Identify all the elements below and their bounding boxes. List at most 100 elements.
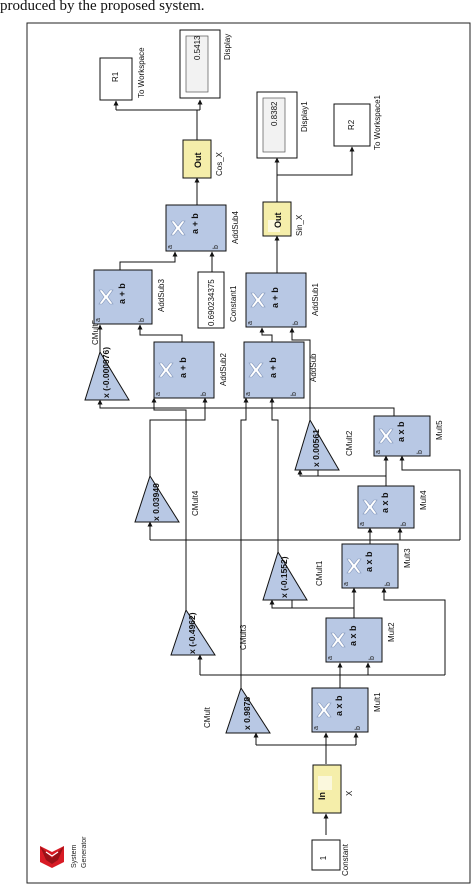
addsub2-block[interactable]: a + b a b AddSub2 [153, 341, 228, 399]
addsub-label: AddSub [309, 353, 318, 382]
cmult4-value: x 0.03949 [151, 483, 161, 521]
cmult3-value: x (-0.4962) [187, 612, 197, 654]
sin-x-gateway[interactable]: Out Sin_X [262, 201, 304, 237]
to-workspace1-block[interactable]: R2 To Workspace1 [333, 94, 382, 150]
mult2-port-b: b [369, 656, 376, 660]
mult4-port-b: b [401, 522, 408, 526]
cmult5-label: CMult5 [91, 319, 100, 345]
addsub-port-a: a [245, 392, 252, 396]
mult2-port-a: a [327, 656, 334, 660]
cmult5-value: x (-0.000976) [101, 347, 111, 398]
cmult1-value: x (-0.1552) [279, 556, 289, 598]
addsub3-op: a + b [117, 283, 127, 304]
mult3-op: a x b [364, 551, 374, 572]
cmult-label: CMult [203, 706, 212, 728]
to-workspace-block[interactable]: R1 To Workspace [99, 47, 146, 101]
mult5-port-b: b [417, 450, 424, 454]
display1-block[interactable]: 0.8382 Display1 [256, 91, 309, 159]
cmult2-value: x 0.00561 [311, 429, 321, 467]
to-workspace-label: To Workspace [137, 47, 146, 98]
mult2-label: Mult2 [387, 622, 396, 642]
logo-text-generator: Generator [81, 836, 88, 868]
cmult5-block[interactable]: x (-0.000976) CMult5 [84, 319, 130, 401]
mult2-op: a x b [348, 625, 358, 646]
addsub3-label: AddSub3 [157, 279, 166, 312]
signal-wires [97, 99, 461, 835]
constant-label: Constant [341, 843, 350, 876]
mult1-port-b: b [355, 726, 362, 730]
addsub1-label: AddSub1 [311, 283, 320, 316]
sin-x-label: Sin_X [295, 214, 304, 236]
cos-x-gateway-text: Out [193, 153, 203, 169]
constant1-block[interactable]: 0.690234375 Constant1 [197, 271, 238, 329]
addsub4-label: AddSub4 [231, 211, 240, 244]
system-generator-logo: System Generator [40, 836, 88, 868]
cmult1-label: CMult1 [315, 560, 324, 586]
constant-value: 1 [319, 855, 328, 860]
cmult3-block[interactable]: x (-0.4962) CMult3 [170, 608, 248, 656]
sin-x-gateway-text: Out [273, 213, 283, 229]
mult4-block[interactable]: a x b a b Mult4 [357, 485, 428, 529]
cmult1-block[interactable]: x (-0.1552) CMult1 [262, 550, 324, 601]
display1-value: 0.8382 [270, 101, 279, 126]
addsub3-block[interactable]: a + b a b AddSub3 [93, 269, 166, 325]
mult1-label: Mult1 [373, 692, 382, 712]
addsub4-port-a: a [167, 245, 174, 249]
display-block[interactable]: 0.5413 Display [179, 29, 232, 99]
mult5-port-a: a [375, 450, 382, 454]
cmult3-label: CMult3 [239, 624, 248, 650]
addsub2-op: a + b [178, 357, 188, 378]
cmult2-label: CMult2 [345, 430, 354, 456]
addsub3-port-a: a [95, 318, 102, 322]
mult4-port-a: a [359, 522, 366, 526]
addsub-port-b: b [291, 392, 298, 396]
addsub2-port-a: a [155, 392, 162, 396]
addsub1-port-a: a [247, 321, 254, 325]
gateway-in-text: In [317, 792, 327, 800]
mult2-block[interactable]: a x b a b Mult2 [325, 617, 396, 663]
mult5-label: Mult5 [435, 420, 444, 440]
mult3-label: Mult3 [403, 548, 412, 568]
cos-x-label: Cos_X [215, 151, 224, 176]
addsub1-block[interactable]: a + b a b AddSub1 [245, 272, 320, 328]
addsub1-op: a + b [270, 287, 280, 308]
constant1-value: 0.690234375 [207, 279, 216, 326]
cmult4-block[interactable]: x 0.03949 CMult4 [134, 474, 200, 523]
mult3-block[interactable]: a x b a b Mult3 [341, 543, 412, 589]
mult3-port-a: a [343, 582, 350, 586]
addsub2-label: AddSub2 [219, 353, 228, 386]
cmult-block[interactable]: x 0.9878 CMult [203, 686, 271, 734]
mult5-op: a x b [396, 421, 406, 442]
cmult4-label: CMult4 [191, 490, 200, 516]
display1-label: Display1 [300, 101, 309, 132]
addsub3-port-b: b [139, 318, 146, 322]
model-frame [26, 22, 471, 884]
addsub4-block[interactable]: a + b a b AddSub4 [165, 204, 240, 252]
cmult-value: x 0.9878 [242, 697, 252, 730]
mult4-label: Mult4 [419, 490, 428, 510]
gateway-in-block[interactable]: In X [312, 764, 354, 814]
addsub2-port-b: b [201, 392, 208, 396]
constant1-label: Constant1 [229, 285, 238, 322]
logo-text-system: System [71, 844, 78, 868]
addsub4-op: a + b [190, 213, 200, 234]
addsub-op: a + b [268, 357, 278, 378]
mult1-op: a x b [334, 695, 344, 716]
addsub1-port-b: b [293, 321, 300, 325]
mult1-port-a: a [313, 726, 320, 730]
mult3-port-b: b [385, 582, 392, 586]
to-workspace1-var: R2 [347, 119, 356, 130]
mult1-block[interactable]: a x b a b Mult1 [311, 687, 382, 733]
addsub-block[interactable]: a + b a b AddSub [243, 341, 318, 399]
to-workspace-var: R1 [111, 71, 120, 82]
display-label: Display [223, 34, 232, 60]
cos-x-gateway[interactable]: Out Cos_X [182, 139, 224, 179]
addsub4-port-b: b [213, 245, 220, 249]
constant-block[interactable]: 1 Constant [311, 839, 350, 876]
gateway-in-label: X [345, 790, 354, 796]
mult5-block[interactable]: a x b a b Mult5 [373, 415, 444, 457]
figure-caption: produced by the proposed system. [0, 0, 205, 14]
mult4-op: a x b [380, 492, 390, 513]
cmult2-block[interactable]: x 0.00561 CMult2 [294, 418, 354, 471]
